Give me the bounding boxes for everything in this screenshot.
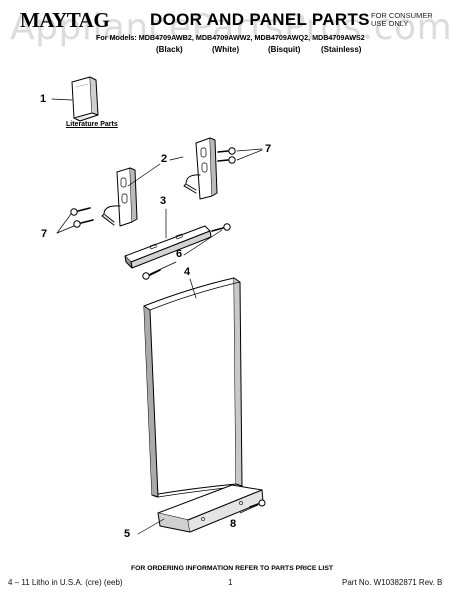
callout-7-upper: 7 (265, 143, 272, 155)
leader-6b (149, 261, 177, 275)
consumer-use-label: FOR CONSUMER USE ONLY (371, 12, 433, 28)
callout-5: 5 (124, 528, 131, 540)
part-number: Part No. W10382871 Rev. B (342, 578, 443, 587)
hinge-bracket-left (101, 167, 138, 227)
screw-7-upper-a (217, 147, 236, 155)
screw-6-right (211, 223, 231, 232)
leader-7b-1 (56, 213, 72, 234)
leader-2b (127, 163, 161, 187)
hinge-bracket-right (183, 137, 218, 200)
leader-4 (189, 278, 197, 299)
litho-line: 4 – 11 Litho in U.S.A. (cre) (eeb) (8, 578, 123, 587)
literature-parts-label: Literature Parts (66, 121, 118, 128)
leader-8 (239, 504, 259, 514)
leader-1 (51, 98, 73, 101)
finish-stainless: (Stainless) (321, 45, 362, 54)
leader-7a-1 (236, 148, 263, 152)
screw-7-upper-b (217, 156, 236, 164)
literature-book-part (71, 76, 99, 122)
finish-bisquit: (Bisquit) (268, 45, 301, 54)
screw-7-left-a (70, 207, 91, 216)
leader-5 (137, 518, 165, 535)
leader-7a-2 (236, 149, 263, 161)
finish-black: (Black) (156, 45, 183, 54)
brand-logo-text: MAYTAG (20, 8, 110, 32)
callout-3: 3 (160, 195, 167, 207)
consumer-use-line-1: FOR CONSUMER (371, 11, 433, 20)
callout-8: 8 (230, 518, 237, 530)
leader-2a (169, 156, 184, 161)
page-title: DOOR AND PANEL PARTS (150, 10, 370, 29)
toe-plate-part (157, 484, 264, 533)
callout-7-left: 7 (41, 228, 48, 240)
screw-6-left (142, 269, 161, 280)
leader-6a (183, 229, 223, 256)
callout-1: 1 (40, 93, 47, 105)
callout-2: 2 (161, 153, 168, 165)
screw-7-left-b (73, 219, 94, 228)
ordering-note: FOR ORDERING INFORMATION REFER TO PARTS … (130, 565, 334, 572)
consumer-use-line-2: USE ONLY (371, 19, 409, 28)
door-rail-part (124, 225, 212, 269)
callout-6: 6 (176, 248, 183, 260)
finish-white: (White) (212, 45, 240, 54)
door-panel-part (143, 277, 243, 498)
page-number: 1 (228, 578, 233, 587)
models-line: For Models: MDB4709AWB2, MDB4709AWW2, MD… (96, 33, 365, 42)
callout-4: 4 (184, 266, 191, 278)
leader-7b-2 (56, 225, 75, 234)
screw-8 (249, 499, 266, 508)
